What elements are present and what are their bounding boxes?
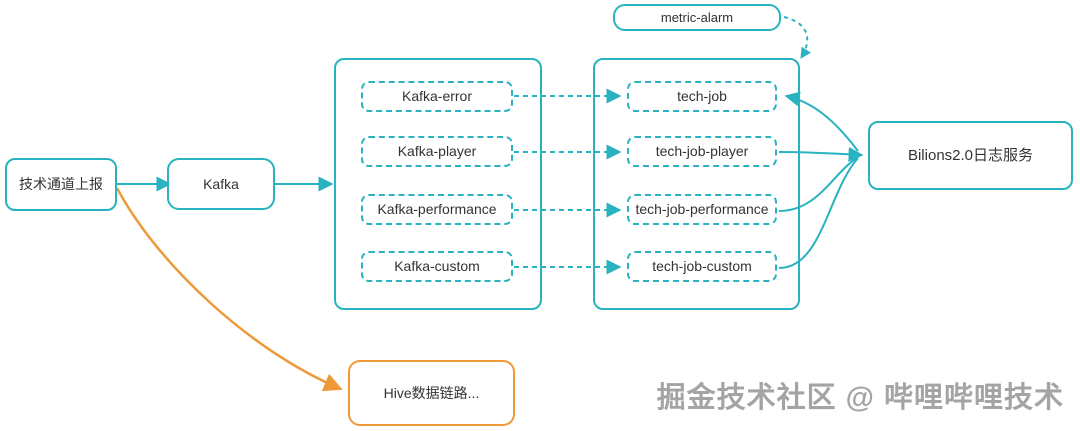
node-kafka-custom: Kafka-custom	[361, 251, 513, 282]
node-tech-job: tech-job	[627, 81, 777, 112]
node-kafka-error: Kafka-error	[361, 81, 513, 112]
kafka-topics-container	[334, 58, 542, 310]
edge-source-to-hive	[115, 187, 343, 392]
node-metric-alarm: metric-alarm	[613, 4, 781, 31]
tech-jobs-container	[593, 58, 800, 310]
edge-metricalarm-to-jobs	[783, 16, 811, 59]
node-kafka-player: Kafka-player	[361, 136, 513, 167]
node-tech-job-performance: tech-job-performance	[627, 194, 777, 225]
node-tech-job-custom: tech-job-custom	[627, 251, 777, 282]
node-hive: Hive数据链路...	[348, 360, 515, 426]
node-tech-job-player: tech-job-player	[627, 136, 777, 167]
watermark-text: 掘金技术社区 @ 哔哩哔哩技术	[656, 382, 1064, 414]
node-kafka: Kafka	[167, 158, 275, 210]
node-kafka-performance: Kafka-performance	[361, 194, 513, 225]
node-source: 技术通道上报	[5, 158, 117, 211]
node-log-service: Bilions2.0日志服务	[868, 121, 1073, 190]
